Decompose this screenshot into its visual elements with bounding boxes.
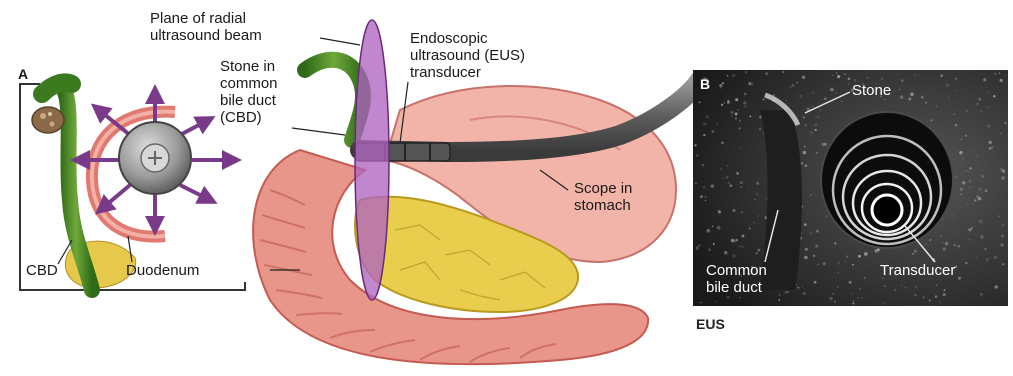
label-us-common-bile-duct: Common bile duct <box>706 262 767 296</box>
us-transducer <box>872 195 902 225</box>
label-stone-in-cbd: Stone in common bile duct (CBD) <box>220 58 278 126</box>
ultrasound-beam-plane <box>355 20 389 300</box>
label-us-stone: Stone <box>852 82 891 99</box>
us-rings <box>821 112 953 248</box>
label-duodenum: Duodenum <box>126 262 199 279</box>
label-eus-transducer: Endoscopic ultrasound (EUS) transducer <box>410 30 525 81</box>
inset-detail <box>20 82 245 290</box>
label-plane-of-beam: Plane of radial ultrasound beam <box>150 10 262 44</box>
bile-duct <box>305 60 363 140</box>
inset-stone <box>32 107 64 133</box>
label-scope-in-stomach: Scope in stomach <box>574 180 632 214</box>
label-cbd: CBD <box>26 262 58 279</box>
panel-b-caption: EUS <box>696 316 725 333</box>
panel-a-letter: A <box>18 66 28 83</box>
label-us-transducer: Transducer <box>880 262 955 279</box>
panel-b-letter: B <box>700 76 710 93</box>
